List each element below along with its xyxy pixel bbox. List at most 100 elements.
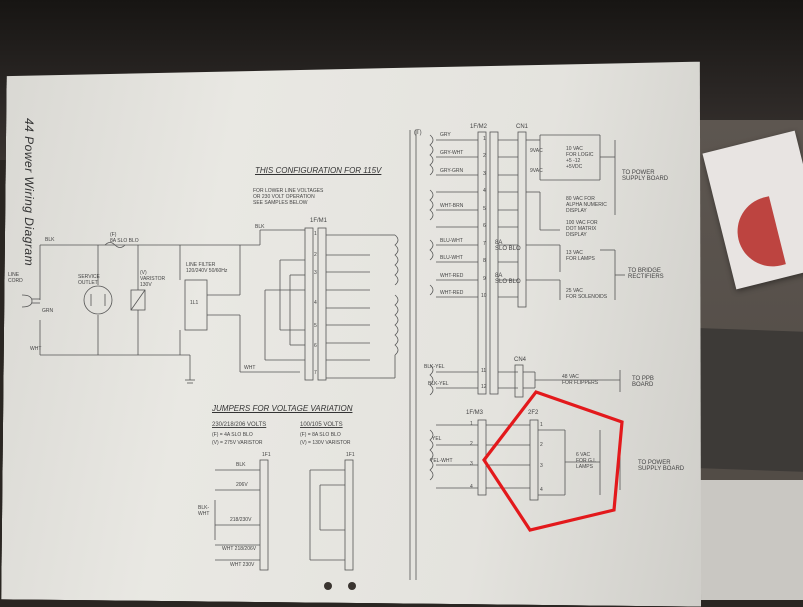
connector-m1-label: 1F/M1 [310,218,328,224]
service-outlet-label: SERVICE OUTLET [78,274,100,286]
punch-hole [348,582,356,590]
transformer-label: (T) [414,130,422,136]
cn1-dest-power-supply: TO POWER SUPPLY BOARD [622,170,669,182]
m2-pin: 9 [483,276,486,282]
cn4-desc: 48 VAC FOR FLIPPERS [562,374,599,386]
jumper-230-wht2: WHT 230V [230,562,255,568]
cn1-output-lines [526,134,625,300]
m2-wire: GRY-GRN [440,168,464,174]
2f2-pin: 2 [540,442,543,448]
m2-wires [436,139,518,389]
jumper-230-side: BLK- WHT [198,505,210,517]
jumper-230-varistor: (V) = 275V VARISTOR [212,440,263,446]
cn1-desc-logic: 10 VAC FOR LOGIC +5 -12 +5VDC [566,146,594,170]
connector-m2-label: 1F/M2 [470,124,488,130]
cn1-voltage: 9VAC [530,168,543,174]
wire-blk-input: BLK [45,237,55,243]
m2-wire: WHT-RED [440,273,464,279]
punch-hole [324,582,332,590]
2f2-pin: 3 [540,463,543,469]
m3-pin: 3 [470,461,473,467]
jumper-230-title: 230/218/206 VOLTS [212,422,267,428]
m3-desc: 6 VAC FOR G.I. LAMPS [576,452,596,470]
jumper-100-varistor: (V) = 130V VARISTOR [300,440,351,446]
connector-cn4-label: CN4 [514,357,527,363]
connector-m3-label: 1F/M3 [466,410,484,416]
connector-2f2-body [529,419,539,501]
filter-id: 1L1 [190,300,199,306]
m2-wire: WHT-RED [440,290,464,296]
m2-wire: WHT-BRN [440,203,464,209]
m1-pin: 3 [314,270,317,276]
jumper-230-wht: WHT 218/206V [222,546,257,552]
m1-pin: 5 [314,323,317,329]
jumper-230-fuse: (F) = 4A SLO BLO [212,432,253,438]
fuse-label: (F) 8A SLO BLO [110,232,139,244]
m2-wire: BLU-WHT [440,255,463,261]
m3-wire: YEL-WHT [430,458,453,464]
jumper-230-conn: 1F1 [262,452,271,458]
connector-m1-body [304,227,327,381]
service-outlet-symbol [83,285,113,315]
cn1-voltage: 9VAC [530,148,543,154]
2f2-pin: 4 [540,487,543,493]
cn4-wire: BLK-YEL [424,364,445,370]
jumper-100-diagram [309,459,354,571]
light-card [700,480,803,600]
cn1-dest-bridge: TO BRIDGE RECTIFIERS [628,268,664,280]
m1-pin: 7 [314,370,317,376]
cn1-desc-solenoids: 25 VAC FOR SOLENOIDS [566,288,608,300]
jumper-230-diagram [214,459,269,571]
m2-fuse-1: 8A SLO BLO [495,240,521,252]
m3-pin: 2 [470,441,473,447]
m2-pin: 3 [483,171,486,177]
m2-wire: GRY [440,132,451,138]
input-section-lines [39,229,300,384]
m2-pin: 5 [483,206,486,212]
jumper-100-conn: 1F1 [346,452,355,458]
m1-pin: 1 [314,231,317,237]
m1-pin: 2 [314,252,317,258]
connector-2f2-label: 2F2 [528,410,539,416]
m1-pin: 6 [314,343,317,349]
cn4-wire: BLK-YEL [428,381,449,387]
m2-fuse-2: 8A SLO BLO [495,273,521,285]
m1-pin: 4 [314,300,317,306]
note-lower-voltages: FOR LOWER LINE VOLTAGES OR 230 VOLT OPER… [253,188,324,206]
jumper-230-tap218: 218/230V [230,517,252,523]
m2-pin: 6 [483,223,486,229]
connector-m2-body [477,131,499,395]
jumpers-title: JUMPERS FOR VOLTAGE VARIATION [212,404,353,413]
cn4-pin: 12 [481,384,487,390]
config-title: THIS CONFIGURATION FOR 115V [255,166,382,175]
wire-wht-input: WHT [30,346,42,352]
line-cord-label: LINE CORD [8,272,23,284]
page-title: 44 Power Wiring Diagram [22,118,36,267]
highlight-annotation [482,390,624,532]
jumper-230-tap206: 206V [236,482,248,488]
connector-m1-wires [264,229,380,379]
primary-winding [394,234,399,356]
2f2-pin: 1 [540,422,543,428]
m2-pin: 10 [481,293,487,299]
m3-dest: TO POWER SUPPLY BOARD [638,460,685,472]
jumper-230-blk: BLK [236,462,246,468]
m3-wire: YEL [432,436,442,442]
m2-wire: GRY-WHT [440,150,464,156]
m2-pin: 2 [483,153,486,159]
line-filter-label: LINE FILTER 120/240V 50/60Hz [186,262,228,274]
m2-wire: BLU-WHT [440,238,463,244]
wire-grn: GRN [42,308,54,314]
wire-blk-filter: BLK [255,224,265,230]
m2-pin: 4 [483,188,486,194]
varistor-label: (V) VARISTOR 130V [140,270,166,288]
m2-pin: 8 [483,258,486,264]
m2-pin: 7 [483,241,486,247]
m3-pin: 4 [470,484,473,490]
wire-wht-filter: WHT [244,365,256,371]
connector-cn1-body [517,131,527,308]
connector-cn4-body [514,364,524,398]
cn4-pin: 11 [481,368,487,374]
